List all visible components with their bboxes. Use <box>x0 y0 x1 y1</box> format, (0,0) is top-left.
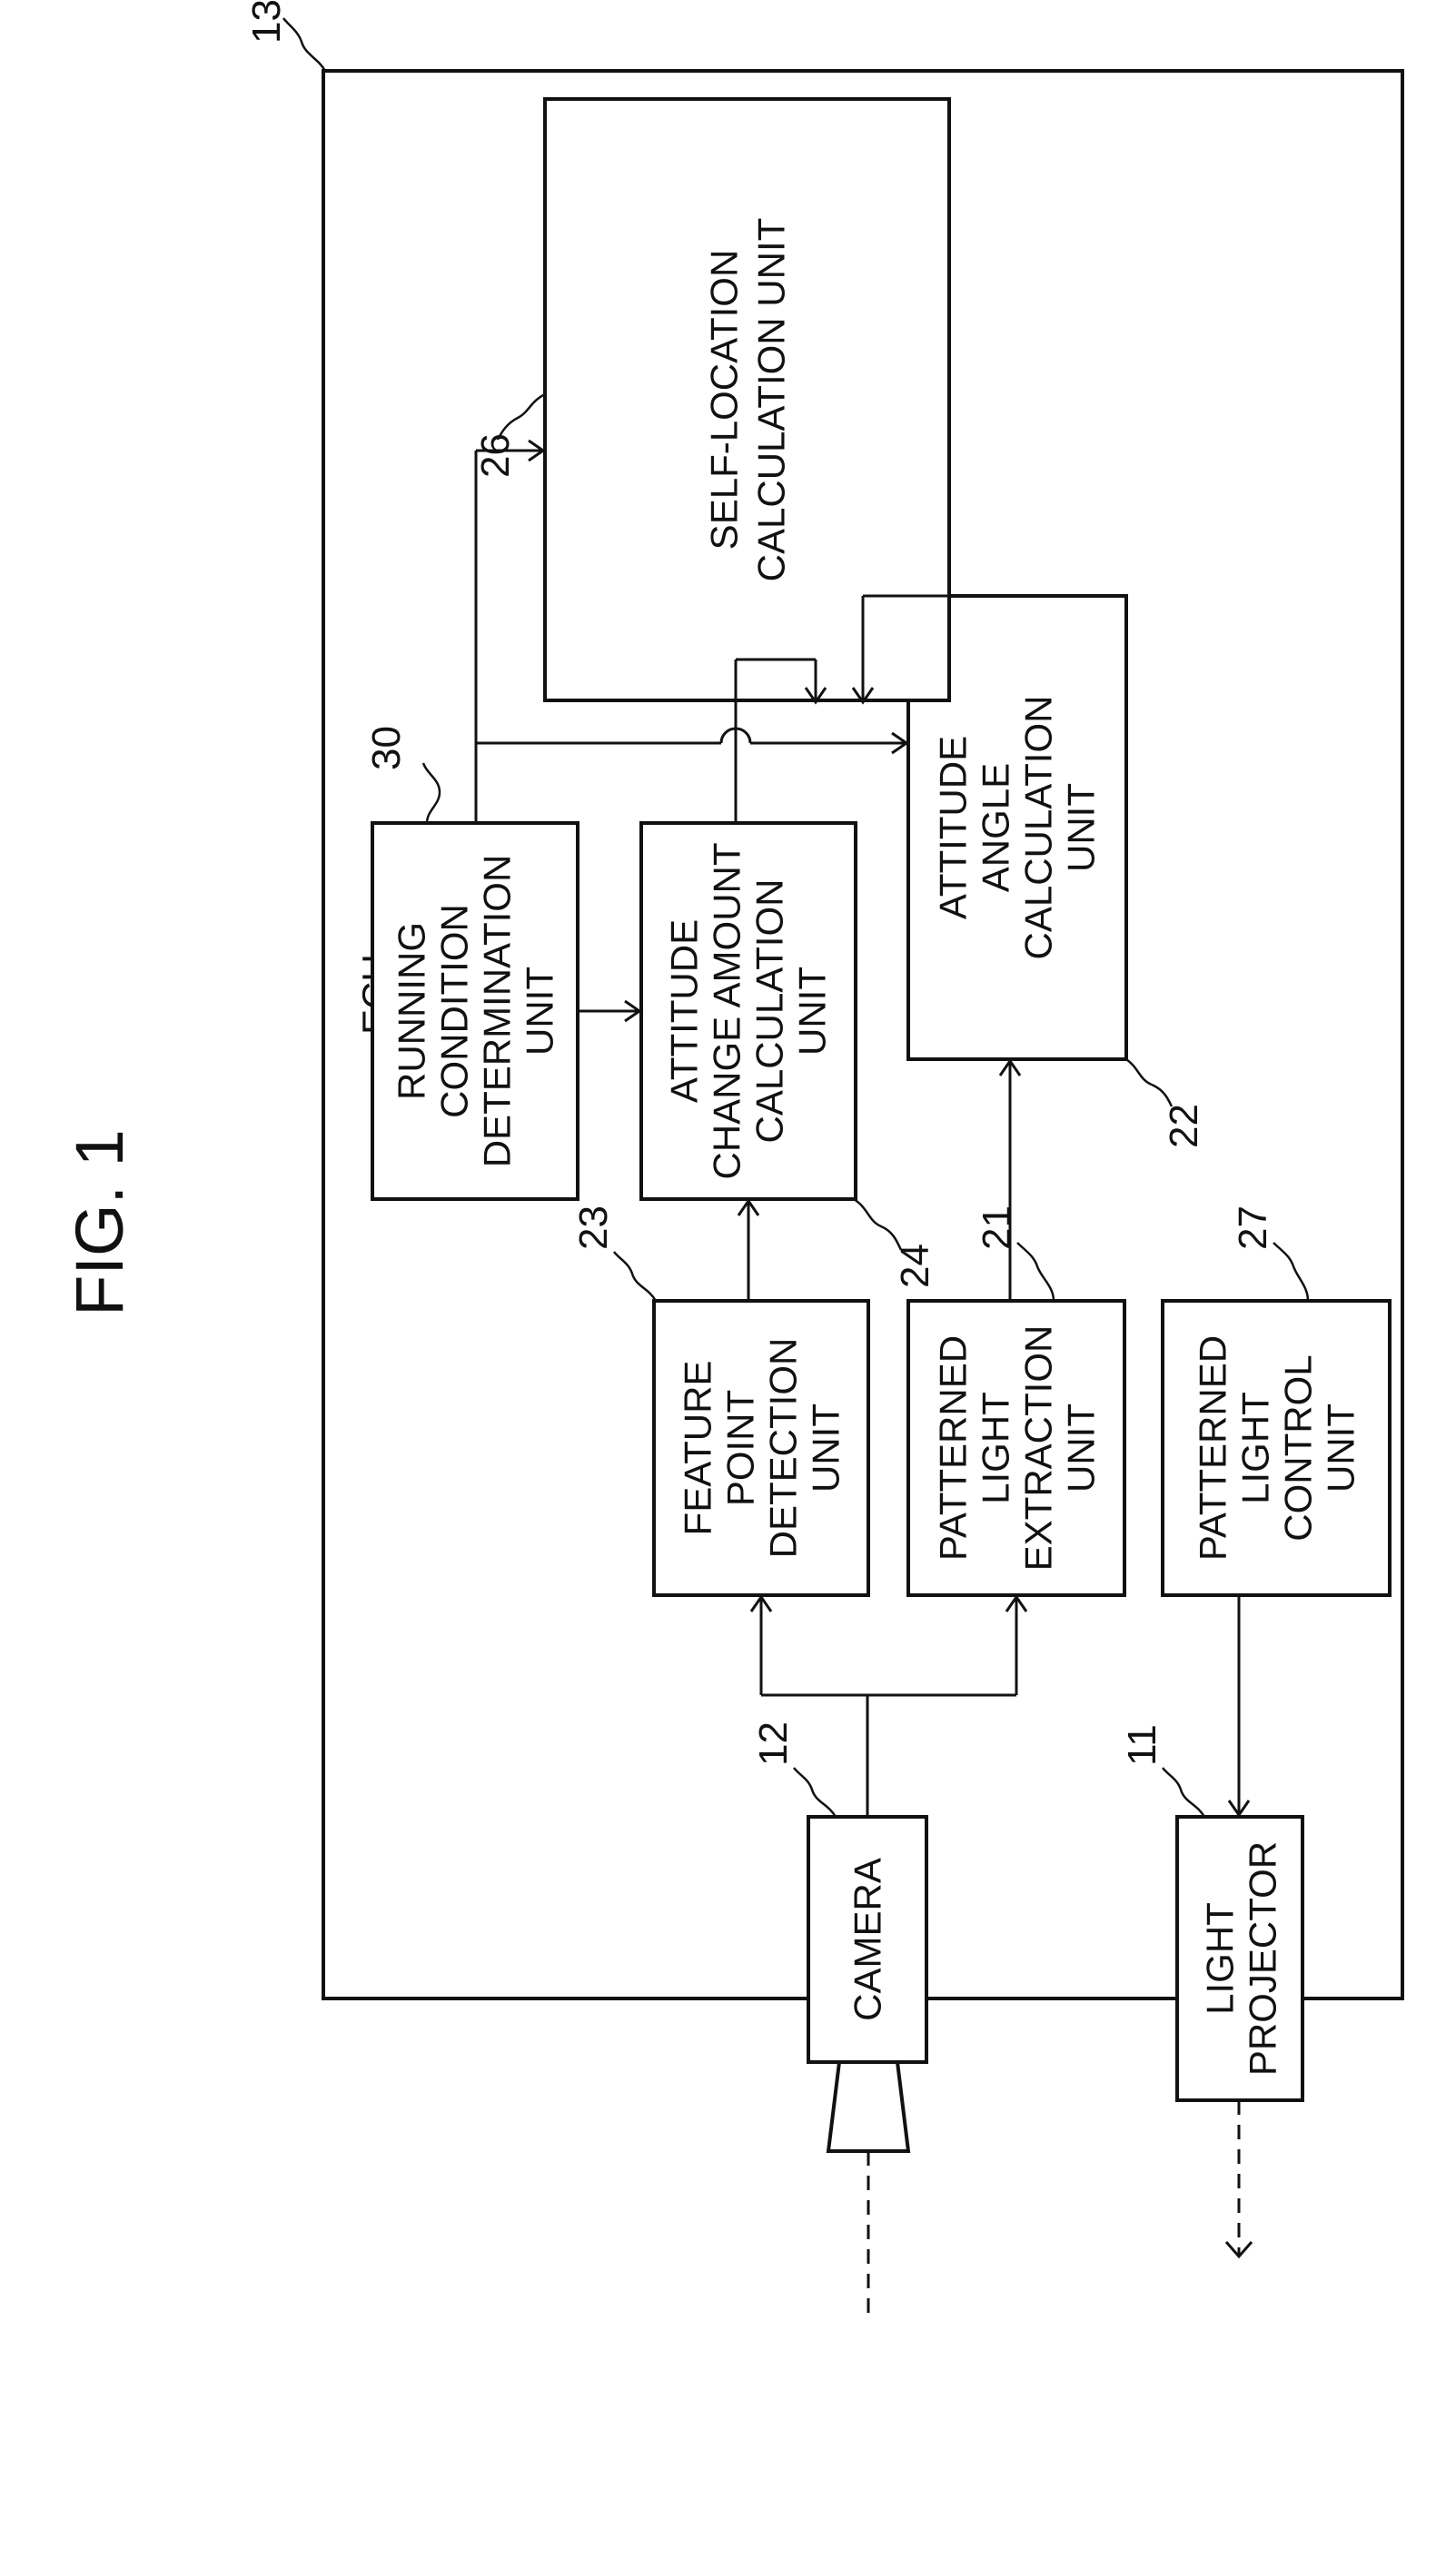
feature-point-detection-label-line: FEATURE <box>677 1361 719 1536</box>
attitude-angle-calculation-label-line: UNIT <box>1060 783 1103 872</box>
light-projector-label-line: PROJECTOR <box>1242 1841 1284 2076</box>
figure-title: FIG. 1 <box>62 1129 137 1316</box>
feature-point-detection-label-line: UNIT <box>805 1403 847 1493</box>
running-condition-determination-label-line: DETERMINATION <box>476 855 519 1168</box>
camera-label-line: CAMERA <box>847 1858 889 2021</box>
attitude-change-amount-calculation-label-line: CHANGE AMOUNT <box>706 842 748 1179</box>
patterned-light-extraction-label-line: PATTERNED <box>932 1335 975 1561</box>
feature-point-detection-ref-number: 23 <box>571 1205 616 1250</box>
attitude-angle-calculation-label-line: ATTITUDE <box>932 736 975 919</box>
feature-point-detection-label-line: POINT <box>719 1390 762 1506</box>
self-location-calculation-ref-number: 26 <box>473 433 518 478</box>
running-condition-determination-label-line: UNIT <box>519 967 561 1056</box>
attitude-change-amount-calculation-label-line: ATTITUDE <box>663 919 706 1103</box>
running-condition-determination-ref-number: 30 <box>364 726 409 770</box>
attitude-angle-calculation-label-line: ANGLE <box>975 763 1017 892</box>
running-condition-determination-label-line: RUNNING <box>391 922 433 1100</box>
light-projector-label-line: LIGHT <box>1199 1902 1242 2015</box>
attitude-change-amount-calculation-ref-number: 24 <box>893 1244 937 1288</box>
attitude-angle-calculation-label-line: CALCULATION <box>1017 696 1060 960</box>
patterned-light-extraction-label-line: EXTRACTION <box>1017 1325 1060 1572</box>
patterned-light-extraction-label-line: LIGHT <box>975 1392 1017 1504</box>
patterned-light-extraction-ref-number: 21 <box>975 1205 1019 1250</box>
patterned-light-extraction-label-line: UNIT <box>1060 1403 1103 1493</box>
patterned-light-control-label-line: UNIT <box>1320 1403 1362 1493</box>
light-projector-ref-number: 11 <box>1120 1724 1164 1766</box>
patterned-light-control-ref-number: 27 <box>1231 1205 1275 1250</box>
self-location-calculation-label-line: CALCULATION UNIT <box>750 218 793 582</box>
self-location-calculation-label-line: SELF-LOCATION <box>703 250 746 550</box>
feature-point-detection-label-line: DETECTION <box>762 1338 805 1559</box>
patterned-light-control-label-line: PATTERNED <box>1192 1335 1234 1561</box>
attitude-change-amount-calculation-label-line: CALCULATION <box>748 879 791 1144</box>
camera-lens-icon <box>828 2062 908 2151</box>
patterned-light-control-label-line: CONTROL <box>1277 1354 1320 1541</box>
camera-label: CAMERA <box>847 1858 889 2021</box>
ecu-ref-leader <box>283 18 325 71</box>
attitude-change-amount-calculation-label-line: UNIT <box>791 967 834 1056</box>
ecu-ref-number: 13 <box>244 0 289 44</box>
self-location-calculation-box <box>545 99 949 700</box>
camera-ref-number: 12 <box>751 1721 796 1766</box>
running-condition-determination-label-line: CONDITION <box>433 904 476 1118</box>
attitude-angle-calculation-ref-number: 22 <box>1162 1104 1206 1148</box>
patterned-light-control-label-line: LIGHT <box>1234 1392 1277 1504</box>
